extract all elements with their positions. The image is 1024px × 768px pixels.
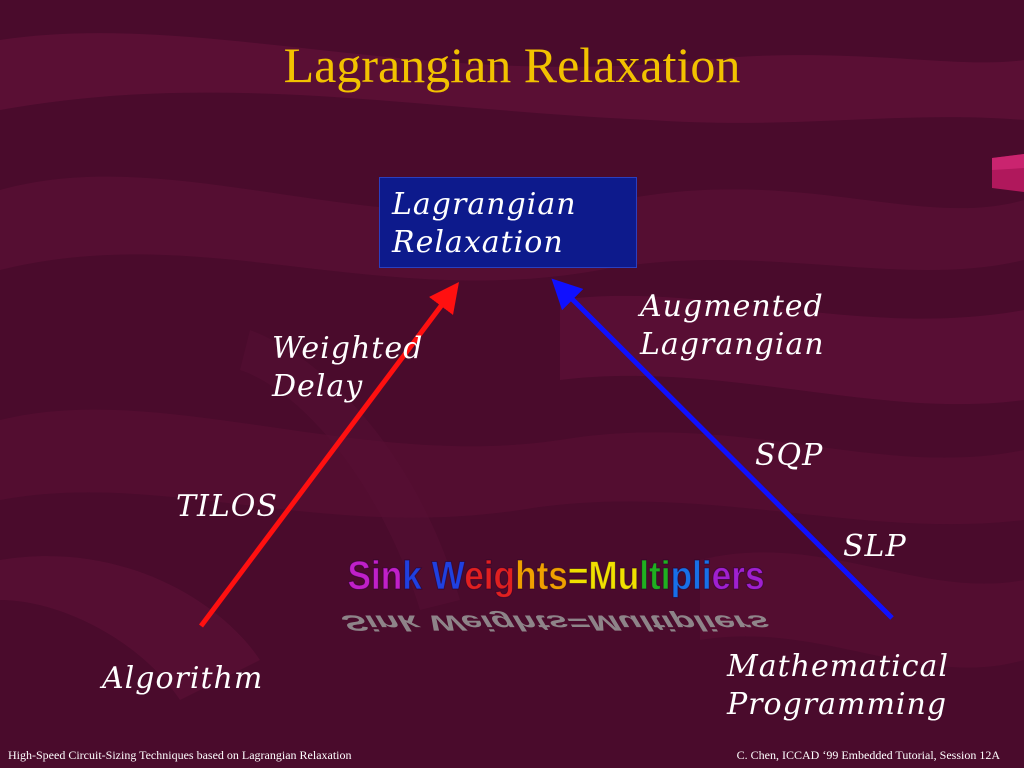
wordart-char: h [515, 554, 537, 599]
wordart-char: l [639, 554, 650, 599]
wordart-char: t [536, 554, 549, 599]
footer-left: High-Speed Circuit-Sizing Techniques bas… [8, 748, 352, 762]
algorithm-to-relaxation-arrow [199, 282, 459, 628]
sink-weights-wordart: Sink Weights=Multipliers Sink Weights=Mu… [300, 554, 812, 644]
lagrangian-relaxation-line-2: Relaxation [392, 225, 564, 260]
mathematical-programming-label: Mathematical Programming [727, 648, 949, 724]
lagrangian-relaxation-box [379, 177, 637, 268]
mathematical-programming-line-1: Mathematical [727, 649, 949, 684]
wordart-char: M [588, 554, 618, 599]
wordart-char: W [431, 554, 465, 599]
sqp-label: SQP [755, 438, 824, 473]
wordart-char: i [370, 554, 381, 599]
wordart-char: s [744, 554, 765, 599]
tilos-label: TILOS [176, 489, 278, 524]
wordart-char: u [617, 554, 640, 599]
mathematical-programming-line-2: Programming [727, 687, 948, 722]
wordart-char [422, 554, 432, 598]
wordart-char: = [567, 554, 589, 599]
wordart-char: i [701, 554, 712, 599]
weighted-delay-label: Weighted Delay [272, 330, 423, 406]
algorithm-label: Algorithm [102, 661, 264, 696]
wordart-char: g [493, 554, 516, 599]
wordart-char: i [483, 554, 494, 599]
wordart-char: e [464, 554, 484, 599]
footer-right: C. Chen, ICCAD ‘99 Embedded Tutorial, Se… [736, 748, 1000, 762]
augmented-lagrangian-line-2: Lagrangian [640, 327, 825, 362]
slp-label: SLP [843, 529, 907, 564]
wordart-shadow: Sink Weights=Multipliers [335, 610, 777, 635]
wordart-char: e [711, 554, 732, 599]
augmented-lagrangian-label: Augmented Lagrangian [640, 288, 825, 364]
slide-title: Lagrangian Relaxation [283, 37, 741, 93]
wordart-char: s [548, 554, 568, 599]
augmented-lagrangian-line-1: Augmented [640, 289, 824, 324]
wordart-char: S [347, 554, 371, 599]
wordart-char: r [731, 554, 746, 599]
wordart-char: t [649, 554, 662, 599]
weighted-delay-line-1: Weighted [272, 331, 424, 366]
wordart-char: i [660, 554, 671, 599]
weighted-delay-line-2: Delay [272, 369, 364, 404]
wordart-char: l [692, 554, 703, 599]
programming-to-relaxation-arrow [551, 278, 894, 620]
lagrangian-relaxation-label: Lagrangian Relaxation [392, 186, 577, 262]
wordart-char: n [380, 554, 403, 599]
lagrangian-relaxation-line-1: Lagrangian [392, 187, 577, 222]
wordart-char: k [402, 554, 422, 599]
wordart-char: p [670, 554, 693, 599]
wordart-text: Sink Weights=Multipliers [331, 554, 782, 599]
